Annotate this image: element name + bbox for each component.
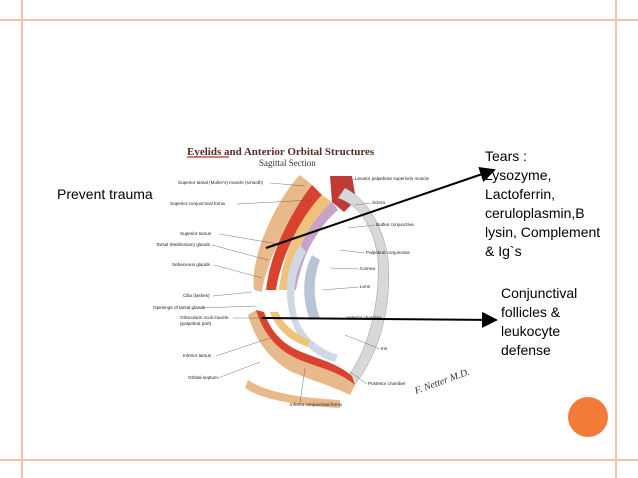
svg-text:(palpebral part): (palpebral part)	[180, 321, 212, 326]
left-labels: Superior tarsal (Muller's) muscle (smoot…	[153, 180, 313, 380]
lower-eyelid	[248, 310, 355, 395]
conjunctival-text-block: Conjunctival follicles & leukocyte defen…	[501, 284, 611, 360]
svg-text:Lens: Lens	[360, 284, 371, 289]
svg-text:Orbital septum: Orbital septum	[188, 375, 218, 380]
svg-text:Bulbar conjunctiva: Bulbar conjunctiva	[376, 222, 414, 227]
cheek-skin	[245, 380, 340, 408]
svg-text:Posterior chamber: Posterior chamber	[368, 381, 406, 386]
left-frame-line	[21, 0, 23, 478]
tears-text-block: Tears : Lysozyme, Lactoferrin, cerulopla…	[485, 147, 625, 261]
svg-text:Superior conjunctival fornix: Superior conjunctival fornix	[170, 201, 226, 206]
tears-line: ceruloplasmin,B	[485, 205, 585, 221]
top-frame-line	[0, 19, 638, 21]
conjunctival-line: defense	[501, 342, 551, 358]
prevent-trauma-text: Prevent trauma	[57, 186, 153, 202]
conjunctival-arrow	[261, 311, 498, 328]
svg-text:Palpebral conjunctiva: Palpebral conjunctiva	[366, 250, 410, 255]
svg-text:Iris: Iris	[381, 346, 388, 351]
globe	[286, 187, 389, 389]
svg-text:Superior tarsus: Superior tarsus	[180, 231, 212, 236]
right-frame-line	[615, 0, 617, 478]
right-labels: Levator palpebrae superioris muscle Scle…	[290, 176, 429, 407]
diagram-subtitle: Sagittal Section	[259, 158, 316, 168]
svg-text:Levator palpebrae superioris m: Levator palpebrae superioris muscle	[355, 176, 429, 181]
svg-text:Tarsal (Meibomian) glands: Tarsal (Meibomian) glands	[156, 242, 211, 247]
conjunctival-line: follicles &	[501, 304, 561, 320]
accent-circle	[568, 397, 608, 437]
tears-line: Tears :	[485, 148, 528, 164]
diagram-title: Eyelids and Anterior Orbital Structures	[187, 146, 375, 158]
svg-text:Inferior tarsus: Inferior tarsus	[183, 353, 212, 358]
conjunctival-line: leukocyte	[501, 323, 561, 339]
netter-signature: F. Netter M.D.	[412, 367, 471, 397]
tears-line: & Ig`s	[485, 243, 522, 259]
svg-text:Openings of tarsal glands: Openings of tarsal glands	[153, 305, 206, 310]
tears-line: Lysozyme,	[485, 167, 552, 183]
svg-text:Orbicularis oculi muscle: Orbicularis oculi muscle	[180, 315, 229, 320]
tears-line: Lactoferrin,	[485, 186, 556, 202]
bottom-frame-line	[0, 459, 638, 461]
tears-arrow	[265, 166, 496, 249]
svg-text:Anterior chamber: Anterior chamber	[346, 315, 382, 320]
svg-text:Cornea: Cornea	[360, 266, 376, 271]
svg-text:Cilia (lashes): Cilia (lashes)	[183, 293, 210, 298]
svg-text:Superior tarsal (Muller's) mus: Superior tarsal (Muller's) muscle (smoot…	[178, 180, 264, 185]
svg-text:Sclera: Sclera	[372, 200, 385, 205]
tears-line: lysin, Complement	[485, 224, 601, 240]
svg-text:Inferior conjunctival fornix: Inferior conjunctival fornix	[290, 402, 343, 407]
upper-eyelid	[253, 175, 356, 292]
conjunctival-line: Conjunctival	[501, 285, 578, 301]
svg-text:Sebaceous glands: Sebaceous glands	[172, 262, 211, 267]
